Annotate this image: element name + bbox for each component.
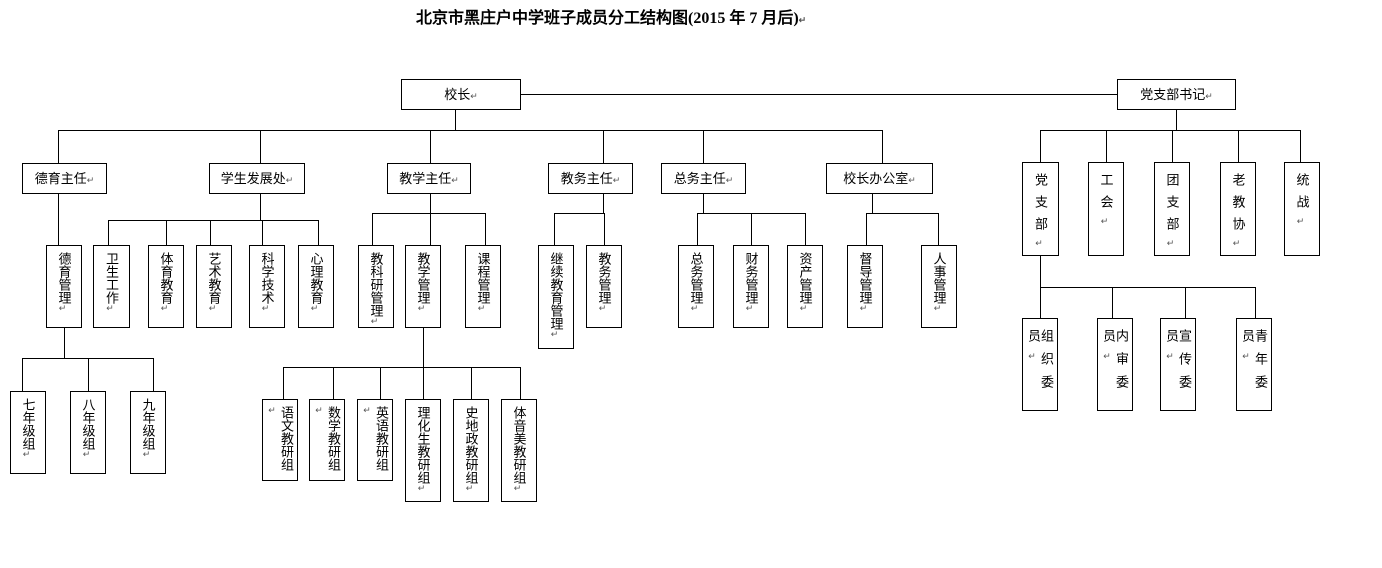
node-label: 老教协 [1231,173,1246,249]
node-principal: 校长 [401,79,521,110]
node-unit: 教学管理 [405,245,441,328]
node-label: 教学主任 [399,172,459,185]
node-unit: 督导管理 [847,245,883,328]
node-research-group: 理化生教研组 [405,399,441,502]
node-label: 卫生工作 [104,252,119,314]
node-label: 艺术教育 [207,252,222,314]
node-committee-member: 宣传委员 [1160,318,1196,411]
node-label: 语文教研组 [267,406,294,480]
node-party-branch: 老教协 [1220,162,1256,256]
node-label: 教学管理 [416,252,431,314]
node-unit: 人事管理 [921,245,957,328]
node-research-group: 数学教研组 [309,399,345,481]
node-unit: 艺术教育 [196,245,232,328]
node-label: 财务管理 [744,252,759,314]
node-party-branch: 工会 [1088,162,1124,256]
chart-title-text: 北京市黑庄户中学班子成员分工结构图(2015 年 7 月后) [416,10,806,27]
node-unit: 继续教育管理 [538,245,574,349]
connector-academic-affairs [554,194,605,245]
node-committee-member: 组织委员 [1022,318,1058,411]
node-research-group: 史地政教研组 [453,399,489,502]
node-label: 学生发展处 [221,172,294,185]
node-label: 体音美教研组 [512,406,527,494]
node-grade-group: 九年级组 [130,391,166,474]
node-label: 校长 [444,88,478,101]
node-committee-member: 内审委员 [1097,318,1133,411]
node-label: 组织委员 [1026,329,1054,410]
connector-general-affairs [697,194,806,245]
connector-student-development [108,194,319,245]
node-label: 党支部 [1033,173,1048,249]
node-label: 英语教研组 [362,406,389,480]
node-label: 总务主任 [674,172,734,185]
node-grade-group: 七年级组 [10,391,46,474]
connector-party-secretary [1040,110,1301,162]
node-unit: 科学技术 [249,245,285,328]
node-label: 人事管理 [932,252,947,314]
connector-teaching [283,194,521,399]
node-label: 教务管理 [597,252,612,314]
node-label: 校长办公室 [843,172,916,185]
node-label: 史地政教研组 [464,406,479,494]
node-label: 党支部书记 [1140,88,1213,101]
node-unit: 德育管理 [46,245,82,328]
connector-moral-education [22,194,154,391]
connector-principal-to-departments [58,110,883,163]
node-unit: 心理教育 [298,245,334,328]
node-unit: 财务管理 [733,245,769,328]
node-research-group: 语文教研组 [262,399,298,481]
node-label: 心理教育 [309,252,324,314]
node-grade-group: 八年级组 [70,391,106,474]
node-label: 教务主任 [561,172,621,185]
node-label: 数学教研组 [314,406,341,480]
node-label: 总务管理 [689,252,704,314]
node-committee-member: 青年委员 [1236,318,1272,411]
node-label: 宣传委员 [1164,329,1192,410]
node-label: 督导管理 [858,252,873,314]
node-label: 理化生教研组 [416,406,431,494]
node-unit: 教务管理 [586,245,622,328]
node-label: 德育管理 [57,252,72,314]
node-party-secretary: 党支部书记 [1117,79,1236,110]
node-label: 统战 [1295,173,1310,227]
node-label: 资产管理 [798,252,813,314]
node-unit: 资产管理 [787,245,823,328]
node-label: 科学技术 [260,252,275,314]
node-academic-director: 教务主任 [548,163,633,194]
node-teaching-director: 教学主任 [387,163,471,194]
node-party-branch: 团支部 [1154,162,1190,256]
node-label: 内审委员 [1101,329,1129,410]
node-label: 课程管理 [476,252,491,314]
node-general-director: 总务主任 [661,163,746,194]
node-label: 团支部 [1165,173,1180,249]
node-party-branch: 党支部 [1022,162,1059,256]
node-unit: 教科研管理 [358,245,394,328]
node-research-group: 体音美教研组 [501,399,537,502]
connector-principal-office [866,194,939,245]
node-unit: 体育教育 [148,245,184,328]
node-label: 工会 [1099,173,1114,227]
node-unit: 总务管理 [678,245,714,328]
node-label: 七年级组 [21,398,36,460]
node-label: 青年委员 [1240,329,1268,410]
node-moral-director: 德育主任 [22,163,107,194]
node-research-group: 英语教研组 [357,399,393,481]
node-label: 继续教育管理 [549,252,564,340]
node-label: 教科研管理 [369,252,384,327]
node-label: 八年级组 [81,398,96,460]
node-label: 德育主任 [35,172,95,185]
node-label: 九年级组 [141,398,156,460]
chart-title: 北京市黑庄户中学班子成员分工结构图(2015 年 7 月后) [416,4,806,28]
node-unit: 卫生工作 [93,245,130,328]
connector-party-branch [1040,256,1256,318]
node-party-branch: 统战 [1284,162,1320,256]
node-principal-office: 校长办公室 [826,163,933,194]
node-unit: 课程管理 [465,245,501,328]
node-student-development: 学生发展处 [209,163,305,194]
node-label: 体育教育 [159,252,174,314]
